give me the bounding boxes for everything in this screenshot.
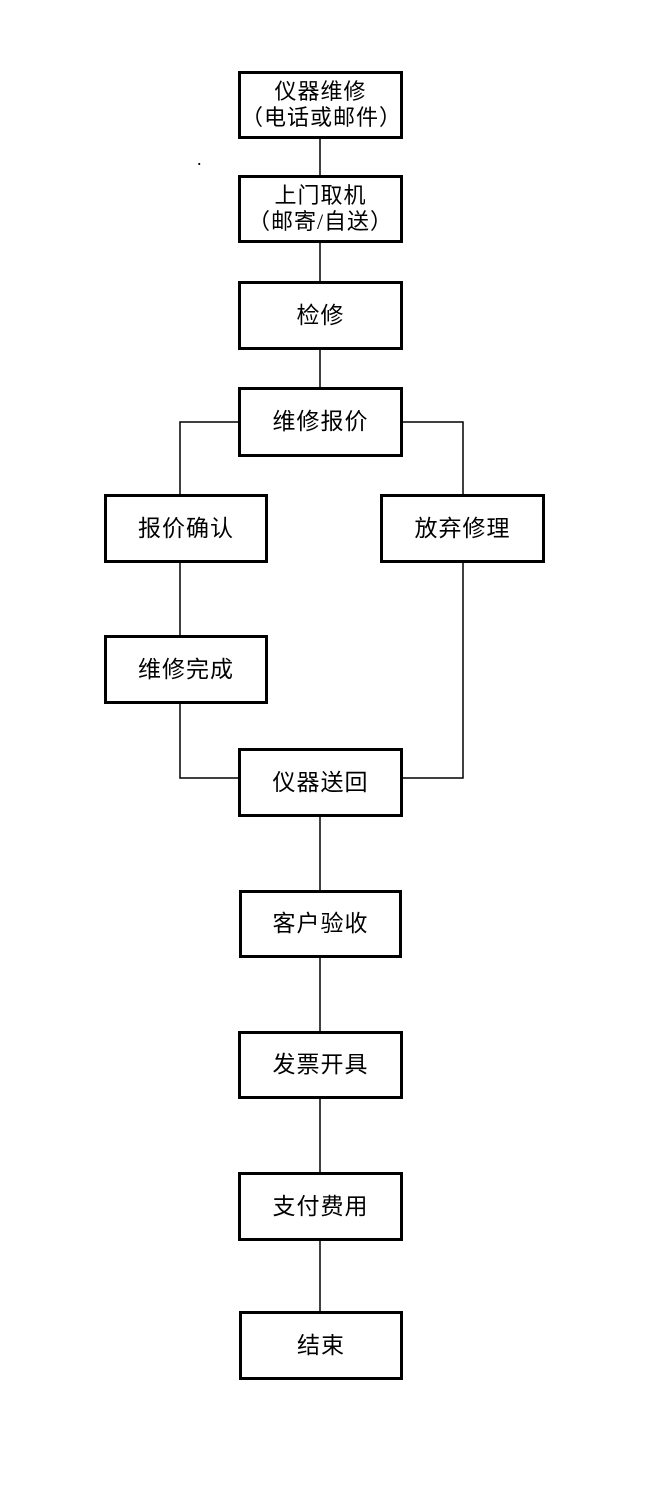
flow-node-label: 检修 xyxy=(296,302,345,328)
connector-quote-to-abandon xyxy=(403,421,464,494)
flow-node-label: 维修报价 xyxy=(272,409,369,435)
connector-quote-to-confirm xyxy=(179,421,238,494)
flow-node-label: 客户验收 xyxy=(272,911,369,937)
flow-node-inspection: 检修 xyxy=(238,281,403,350)
flow-node-label: 发票开具 xyxy=(272,1052,369,1078)
flow-node-customer-acceptance: 客户验收 xyxy=(239,890,402,958)
connector-complete-to-return xyxy=(179,704,238,779)
flow-node-invoice-issued: 发票开具 xyxy=(238,1031,403,1099)
flow-node-label: 放弃修理 xyxy=(414,515,511,541)
flow-node-label: 支付费用 xyxy=(272,1193,369,1219)
flow-node-instrument-return: 仪器送回 xyxy=(238,748,403,817)
flow-node-repair-complete: 维修完成 xyxy=(104,635,268,704)
flow-node-label: 仪器维修 xyxy=(274,79,367,105)
flow-node-label: 维修完成 xyxy=(138,656,234,682)
flow-node-label: 结束 xyxy=(297,1332,345,1358)
stray-period-mark: . xyxy=(197,149,202,169)
flow-node-label: 上门取机 xyxy=(274,183,367,209)
flow-node-repair-quote: 维修报价 xyxy=(238,387,403,457)
flow-node-end: 结束 xyxy=(239,1311,403,1380)
flow-node-pickup: 上门取机 （邮寄/自送） xyxy=(238,175,403,243)
flow-node-quote-confirmed: 报价确认 xyxy=(104,494,268,563)
flow-node-repair-request: 仪器维修 （电话或邮件） xyxy=(238,71,403,139)
flow-node-sublabel: （邮寄/自送） xyxy=(247,209,394,234)
flow-node-label: 报价确认 xyxy=(138,515,234,541)
connector-abandon-to-return xyxy=(403,563,464,779)
flow-node-pay-fee: 支付费用 xyxy=(238,1172,403,1241)
flow-node-label: 仪器送回 xyxy=(272,769,369,795)
flow-node-abandon-repair: 放弃修理 xyxy=(380,494,545,563)
flow-node-sublabel: （电话或邮件） xyxy=(241,105,403,130)
